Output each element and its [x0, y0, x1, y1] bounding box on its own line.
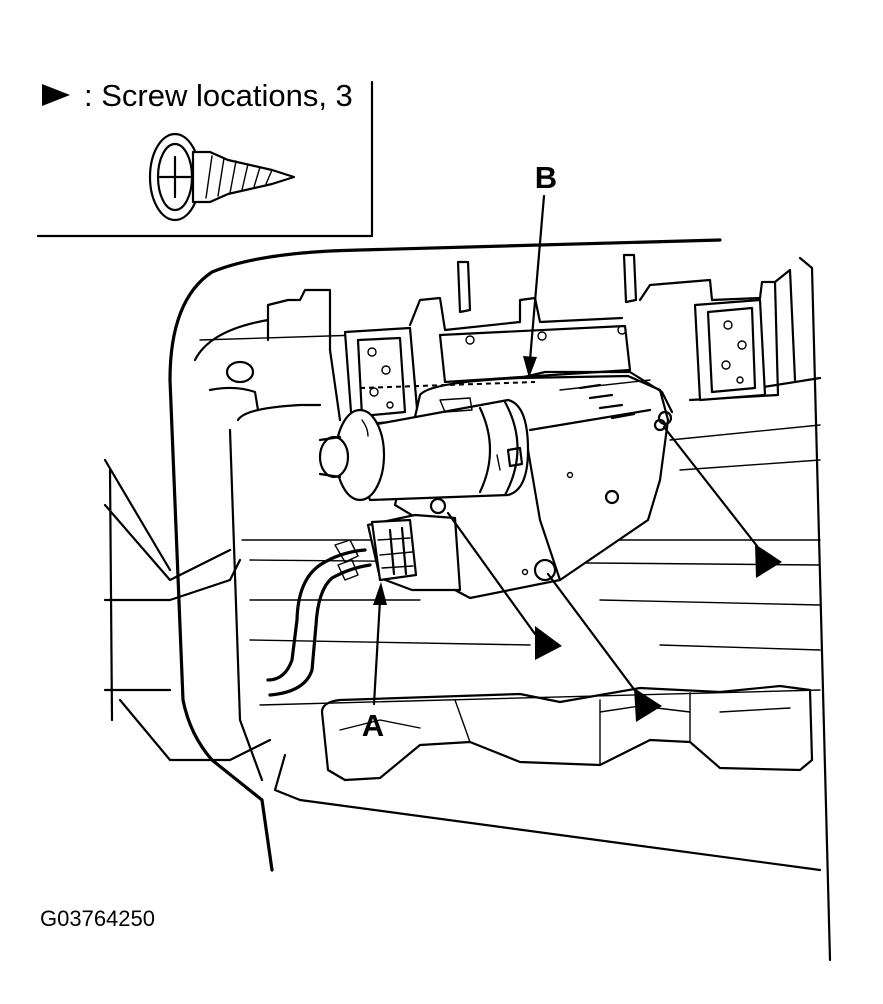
callout-b-label: B — [535, 160, 557, 195]
wiring-connector — [266, 513, 462, 697]
door-lock-actuator — [318, 370, 674, 600]
legend-box: : Screw locations, 3 — [36, 78, 374, 238]
screw-marker-2 — [634, 688, 662, 722]
screw-location-markers — [446, 425, 782, 722]
callout-a: A — [362, 582, 387, 743]
legend-screw-text: : Screw locations, 3 — [84, 78, 353, 113]
screw-icon — [148, 132, 296, 222]
callout-b: B — [523, 160, 557, 378]
callout-a-label: A — [362, 708, 384, 743]
figure-id: G03764250 — [40, 906, 155, 931]
door-panel — [103, 238, 832, 962]
screw-marker-icon — [42, 84, 70, 106]
screw-marker-3 — [755, 544, 782, 578]
screw-marker-1 — [535, 626, 562, 660]
